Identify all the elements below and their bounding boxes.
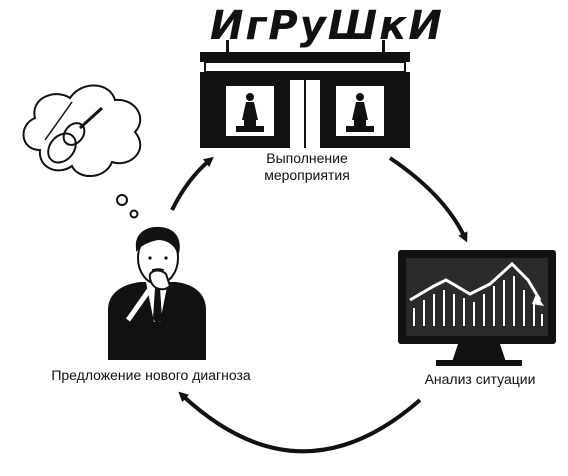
node-label-execution: Выполнение мероприятия [264, 150, 350, 183]
thinking-man-icon [108, 226, 206, 360]
cycle-arrow-bottom [178, 391, 422, 454]
cycle-arrow-left-up [170, 156, 214, 211]
violin-icon [44, 101, 104, 164]
mannequin-left-icon [236, 93, 264, 132]
monitor-icon [398, 250, 556, 366]
node-label-new-diagnosis: Предложение нового диагноза [51, 367, 251, 383]
store-sign: ИгРуШкИ [210, 3, 444, 49]
trend-line-icon [409, 261, 542, 302]
node-label-analysis: Анализ ситуации [424, 371, 536, 387]
cycle-arrow-top-right [388, 156, 468, 243]
toy-store-icon [200, 40, 410, 148]
mannequin-right-icon [346, 93, 374, 132]
thought-bubble-icon [22, 84, 142, 219]
chart-bars-icon [413, 276, 543, 326]
